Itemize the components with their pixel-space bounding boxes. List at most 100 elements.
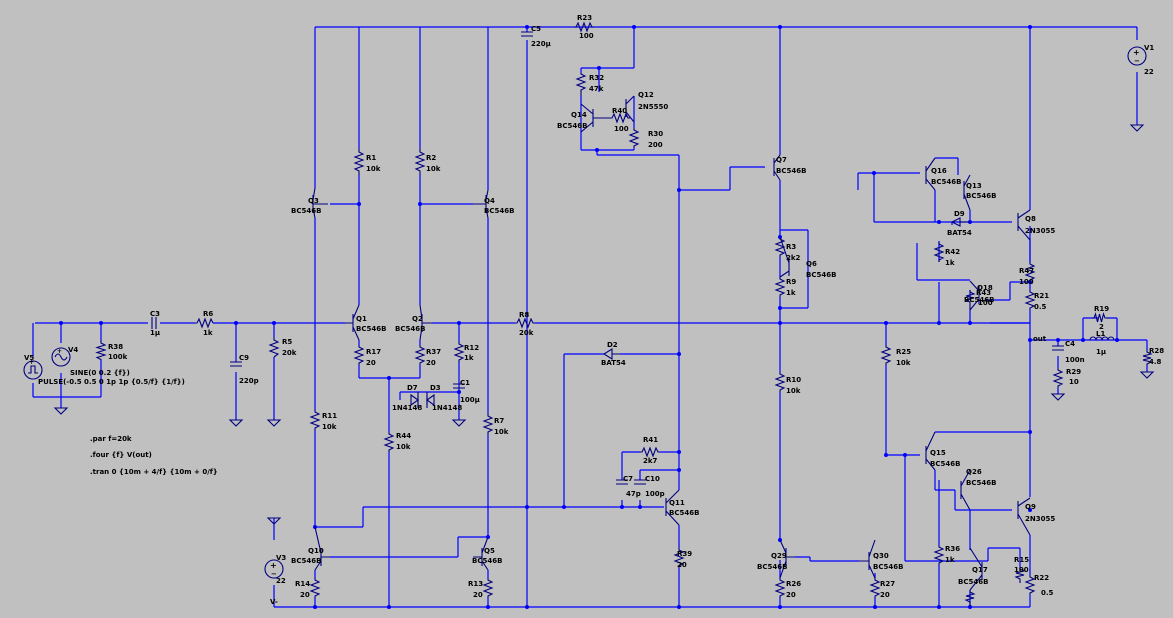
r36-ref-label: R36 — [945, 545, 960, 553]
q30 — [859, 539, 876, 579]
r7-value-label: 10k — [494, 428, 509, 436]
q15-ref-label: Q15 — [930, 449, 946, 457]
v5-value-label: PULSE(-0.5 0.5 0 1p 1p {0.5/f} {1/f}) — [38, 378, 185, 386]
r43-value-label: 100 — [978, 299, 993, 307]
q7 — [773, 154, 781, 181]
r23-ref-label: R23 — [577, 14, 592, 22]
svg-text:+: + — [57, 348, 62, 355]
q6-value-label: BC546B — [806, 271, 836, 279]
spice-directive-3: .tran 0 {10m + 4/f} {10m + 0/f} — [90, 468, 218, 476]
v4-value-label: SINE(0 0.2 {f}) — [70, 369, 130, 377]
q30-value-label: BC546B — [873, 563, 903, 571]
r28-value-label: 4.8 — [1149, 358, 1162, 366]
v5-ref-label: V5 — [24, 354, 34, 362]
r25-value-label: 10k — [896, 359, 911, 367]
r38-value-label: 100k — [108, 353, 128, 361]
svg-text:−: − — [271, 570, 277, 578]
q30-ref-label: Q30 — [873, 552, 889, 560]
q10-ref-label: Q10 — [308, 547, 324, 555]
c3-value-label: 1µ — [150, 329, 160, 337]
q3 — [312, 187, 328, 219]
r15-ref-label: R15 — [1014, 556, 1029, 564]
r12-value-label: 1k — [464, 354, 474, 362]
r9-value-label: 1k — [786, 289, 796, 297]
grounds — [53, 124, 1155, 525]
q8-ref-label: Q8 — [1025, 215, 1036, 223]
q26-ref-label: Q26 — [966, 468, 982, 476]
c4-value-label: 100n — [1065, 356, 1085, 364]
c7-ref-label: C7 — [623, 475, 633, 483]
svg-text:+: + — [270, 561, 277, 570]
r22-ref-label: R22 — [1034, 574, 1049, 582]
capacitors — [151, 31, 1064, 485]
d9-value-label: BAT54 — [947, 229, 972, 237]
d9-ref-label: D9 — [954, 210, 965, 218]
v1-value-label: 22 — [1144, 68, 1154, 76]
svg-text:+: + — [29, 359, 34, 366]
r37-ref-label: R37 — [426, 348, 441, 356]
q2-ref-label: Q2 — [412, 315, 423, 323]
r25-ref-label: R25 — [896, 348, 911, 356]
q8-value-label: 2N3055 — [1025, 227, 1055, 235]
r8-ref-label: R8 — [519, 311, 529, 319]
r7-ref-label: R7 — [494, 417, 504, 425]
q26 — [960, 469, 971, 511]
q11-ref-label: Q11 — [669, 499, 685, 507]
c9-value-label: 220p — [239, 377, 259, 385]
q8 — [1017, 209, 1031, 241]
r44-value-label: 10k — [396, 443, 411, 451]
q14 — [580, 103, 610, 133]
r14-value-label: 20 — [300, 591, 310, 599]
spice-directive-1: .par f=20k — [90, 435, 132, 443]
v1-ref-label: V1 — [1144, 44, 1154, 52]
q14-value-label: BC546B — [557, 122, 587, 130]
r6-value-label: 1k — [203, 329, 213, 337]
l1-ref-label: L1 — [1096, 330, 1105, 338]
r19-value-label: 2 — [1099, 323, 1104, 331]
q17 — [969, 547, 983, 591]
r39-ref-label: R39 — [677, 550, 692, 558]
r1-value-label: 10k — [366, 165, 381, 173]
q9-ref-label: Q9 — [1025, 503, 1036, 511]
diodes — [410, 217, 970, 408]
q12-ref-label: Q12 — [638, 91, 654, 99]
q16-ref-label: Q16 — [931, 167, 947, 175]
r41-value-label: 2k7 — [643, 457, 658, 465]
wires — [32, 26, 1148, 608]
r47-value-label: 100 — [1019, 278, 1034, 286]
c4-ref-label: C4 — [1065, 340, 1075, 348]
r42-value-label: 1k — [945, 259, 955, 267]
q18-ref-label: Q18 — [977, 284, 993, 292]
q14-ref-label: Q14 — [571, 111, 587, 119]
q29-ref-label: Q29 — [771, 552, 787, 560]
r27-value-label: 20 — [880, 591, 890, 599]
r10-ref-label: R10 — [786, 376, 801, 384]
v4-ref-label: V4 — [68, 346, 78, 354]
r37-value-label: 20 — [426, 359, 436, 367]
d3-value-label: 1N4148 — [432, 404, 462, 412]
q9 — [1017, 497, 1031, 536]
c10-ref-label: C10 — [645, 475, 660, 483]
r32-ref-label: R32 — [589, 74, 604, 82]
q18 — [969, 280, 980, 311]
r39-value-label: 20 — [677, 561, 687, 569]
q13-ref-label: Q13 — [966, 182, 982, 190]
q2-value-label: BC546B — [395, 325, 425, 333]
r40-value-label: 100 — [614, 125, 629, 133]
r23-value-label: 100 — [579, 32, 594, 40]
q4-value-label: BC546B — [484, 207, 514, 215]
r14-ref-label: R14 — [295, 580, 310, 588]
q17-ref-label: Q17 — [972, 566, 988, 574]
net-label-out: out — [1033, 335, 1047, 343]
r27-ref-label: R27 — [880, 580, 895, 588]
r28-ref-label: R28 — [1149, 347, 1164, 355]
r41-ref-label: R41 — [643, 436, 658, 444]
c3-ref-label: C3 — [150, 310, 160, 318]
r11-ref-label: R11 — [322, 412, 337, 420]
r40-ref-label: R40 — [612, 107, 627, 115]
r1-ref-label: R1 — [366, 154, 376, 162]
q9-value-label: 2N3055 — [1025, 515, 1055, 523]
r17-ref-label: R17 — [366, 348, 381, 356]
c1-ref-label: C1 — [460, 379, 470, 387]
